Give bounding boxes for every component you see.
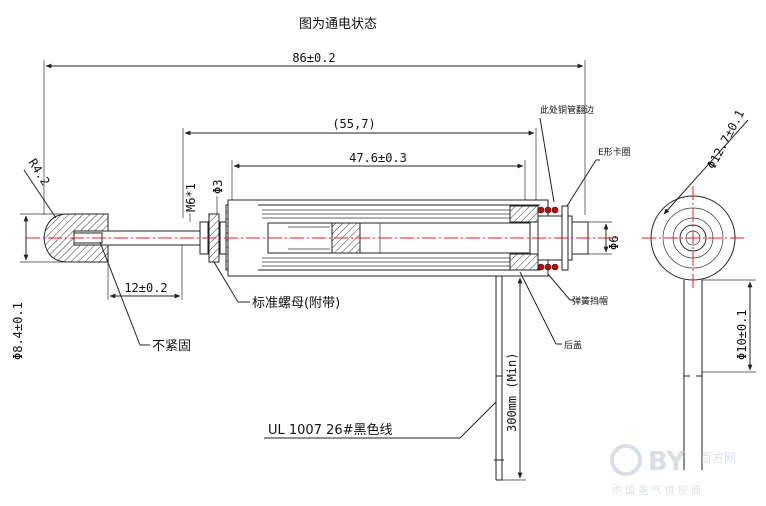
dim-phi10: Φ10±0.1 [702, 279, 756, 373]
dim-radius: R4.2 [23, 156, 57, 219]
callout-loose: 不紧固 [99, 241, 191, 354]
callout-eclip: E形卡圈 [566, 146, 631, 207]
dim-lead: 300mm (Min) [502, 275, 526, 481]
dim-d12-label: 12±0.2 [124, 281, 167, 295]
watermark-tagline: 中 国 电 气 供 应 商 [612, 484, 701, 497]
callout-copper: 此处铜管翻边 [539, 104, 594, 203]
dim-phi3-label: Φ3 [211, 180, 225, 194]
label-eclip: E形卡圈 [598, 146, 631, 158]
drawing-title: 图为通电状态 [299, 17, 377, 32]
watermark-suffix: 百方网 [700, 450, 736, 465]
label-wire: UL 1007 26#黑色线 [268, 422, 393, 438]
callout-wire: UL 1007 26#黑色线 [264, 401, 497, 439]
dim-phi6: Φ6 [588, 221, 621, 255]
dim-paren: (55,7) [182, 117, 537, 218]
dim-phi127-label: Φ12.7±0.1 [704, 107, 747, 171]
dim-thread-label: M6*1 [184, 183, 198, 212]
end-view [642, 186, 744, 470]
dim-paren-label: (55,7) [332, 117, 375, 131]
dim-inner: 47.6±0.3 [231, 151, 526, 205]
label-nut: 标准螺母(附带) [252, 296, 340, 311]
dim-d84: Φ8.4±0.1 [11, 213, 66, 360]
dim-inner-label: 47.6±0.3 [349, 151, 407, 165]
dim-d84-label: Φ8.4±0.1 [11, 302, 25, 360]
dim-overall-label: 86±0.2 [292, 51, 335, 65]
label-spring: 弹簧挡帽 [572, 295, 608, 307]
callout-nut: 标准螺母(附带) [213, 261, 340, 311]
watermark: BY 百方网 中 国 电 气 供 应 商 [610, 444, 736, 497]
dim-phi10-label: Φ10±0.1 [735, 309, 749, 360]
label-copper: 此处铜管翻边 [540, 104, 594, 116]
callout-spring: 弹簧挡帽 [547, 273, 608, 307]
watermark-brand: BY [648, 447, 686, 477]
lead-wires [494, 276, 504, 481]
callout-rear: 后盖 [519, 271, 582, 351]
dim-lead-label: 300mm (Min) [505, 353, 519, 432]
dim-phi6-label: Φ6 [607, 236, 621, 250]
label-loose: 不紧固 [152, 339, 191, 354]
dim-d12: 12±0.2 [107, 245, 183, 300]
label-rear: 后盖 [564, 339, 582, 351]
dim-radius-label: R4.2 [25, 156, 52, 188]
dim-overall: 86±0.2 [43, 51, 586, 215]
